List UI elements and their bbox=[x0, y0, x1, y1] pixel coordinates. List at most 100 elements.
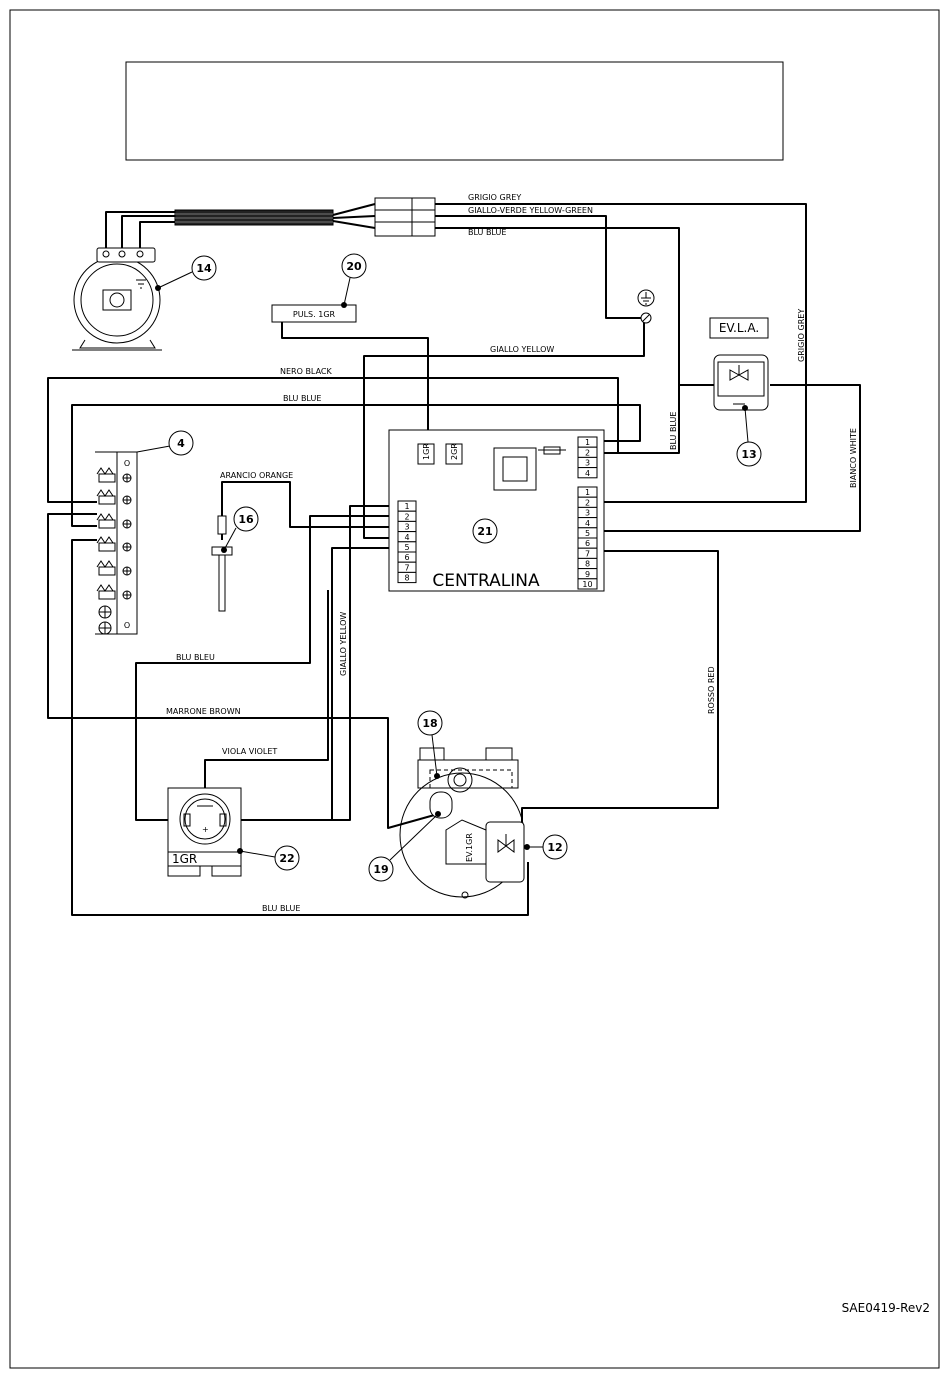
wire-blue-bottom bbox=[71, 539, 529, 916]
controller-top-terminal-label: 3 bbox=[585, 459, 590, 468]
label-blue-top: BLU BLUE bbox=[468, 228, 506, 237]
label-yellow-green: GIALLO-VERDE YELLOW-GREEN bbox=[468, 206, 593, 215]
label-red: ROSSO RED bbox=[707, 666, 716, 714]
callout-4-label: 4 bbox=[177, 437, 185, 450]
callout-19-label: 19 bbox=[373, 863, 388, 876]
wire-left-2 bbox=[236, 505, 398, 821]
controller-right-terminal-label: 9 bbox=[585, 570, 590, 579]
motor bbox=[72, 247, 193, 351]
ground-icon bbox=[637, 289, 655, 324]
terminal-block: O O bbox=[95, 445, 171, 635]
relay-1gr: 1GR bbox=[422, 443, 431, 460]
label-orange: ARANCIO ORANGE bbox=[220, 471, 293, 480]
label-blue-mid: BLU BLUE bbox=[283, 394, 321, 403]
callout-12 bbox=[542, 834, 568, 860]
controller-right-terminal-label: 2 bbox=[585, 498, 590, 507]
callout-18-label: 18 bbox=[422, 717, 437, 730]
controller-top-terminal-label: 4 bbox=[585, 469, 590, 478]
wire-brown bbox=[47, 513, 439, 829]
wire-black bbox=[47, 377, 619, 503]
gas-valve: EV.1GR bbox=[389, 734, 543, 899]
wire-blue-vertical bbox=[590, 385, 680, 454]
drawing-reference: SAE0419-Rev2 bbox=[842, 1301, 930, 1315]
valve-evla-label: EV.L.A. bbox=[719, 321, 759, 335]
label-blue-bleu: BLU BLEU bbox=[176, 653, 215, 662]
callout-14 bbox=[191, 255, 217, 281]
callout-12-label: 12 bbox=[547, 841, 562, 854]
callout-13 bbox=[736, 441, 762, 467]
controller-right-terminal-label: 4 bbox=[585, 519, 590, 528]
controller-top-terminal-label: 2 bbox=[585, 448, 590, 457]
wire-violet bbox=[204, 590, 329, 805]
wire-yellow-ground bbox=[363, 320, 645, 539]
controller-right-terminal-label: 3 bbox=[585, 509, 590, 518]
controller-right-terminal-label: 8 bbox=[585, 560, 590, 569]
controller-left-terminal-label: 5 bbox=[404, 543, 409, 552]
label-blue-bottom: BLU BLUE bbox=[262, 904, 300, 913]
wire-blue-bleu bbox=[135, 515, 398, 821]
title-box bbox=[125, 61, 784, 161]
label-black: NERO BLACK bbox=[280, 367, 332, 376]
controller-left-terminal-label: 6 bbox=[404, 553, 409, 562]
label-yellow-vertical: GIALLO YELLOW bbox=[339, 612, 348, 676]
controller-name: CENTRALINA bbox=[432, 571, 540, 591]
wire-blue-mid bbox=[71, 404, 641, 527]
label-brown: MARRONE BROWN bbox=[166, 707, 241, 716]
callout-16 bbox=[233, 506, 259, 532]
label-violet: VIOLA VIOLET bbox=[222, 747, 277, 756]
valve-evla: EV.L.A. bbox=[709, 317, 769, 443]
wire-red bbox=[521, 550, 719, 832]
valve-ev1gr-label: EV.1GR bbox=[465, 833, 474, 862]
controller-right-terminal-label: 5 bbox=[585, 529, 590, 538]
callout-22-label: 22 bbox=[279, 852, 294, 865]
controller-left-terminal-label: 2 bbox=[404, 512, 409, 521]
temperature-probe bbox=[211, 515, 237, 612]
controller-right-terminal-label: 1 bbox=[585, 488, 590, 497]
callout-22 bbox=[274, 845, 300, 871]
controller-left-terminal-label: 3 bbox=[404, 523, 409, 532]
controller-top-terminal-cell bbox=[577, 467, 598, 479]
controller-left-terminal-cell bbox=[397, 571, 417, 584]
controller-left-terminal-label: 4 bbox=[404, 533, 409, 542]
callout-20 bbox=[341, 253, 367, 279]
controller-right-terminal-label: 10 bbox=[582, 580, 592, 589]
callout-16-label: 16 bbox=[238, 513, 254, 526]
wire-white bbox=[597, 384, 861, 532]
wires bbox=[47, 203, 861, 916]
callout-14-label: 14 bbox=[196, 262, 212, 275]
wire-labels: GRIGIO GREY GIALLO-VERDE YELLOW-GREEN BL… bbox=[166, 193, 858, 913]
label-white: BIANCO WHITE bbox=[849, 428, 858, 488]
relay-2gr: 2GR bbox=[450, 443, 459, 460]
wire-orange bbox=[221, 481, 398, 528]
label-grey-vertical: GRIGIO GREY bbox=[797, 309, 806, 362]
callout-20-label: 20 bbox=[346, 260, 362, 273]
controller-top-terminal-label: 1 bbox=[585, 438, 590, 447]
coil-1gr-label: 1GR bbox=[172, 852, 197, 866]
controller-right-terminal-cell bbox=[577, 578, 598, 590]
wire-button bbox=[281, 322, 429, 445]
callout-21 bbox=[472, 518, 498, 544]
button-label: PULS. 1GR bbox=[293, 310, 336, 319]
svg-text:O: O bbox=[124, 621, 130, 630]
controller-right-terminal-label: 6 bbox=[585, 539, 590, 548]
svg-text:O: O bbox=[124, 459, 130, 468]
callout-13-label: 13 bbox=[741, 448, 756, 461]
svg-text:+: + bbox=[202, 825, 209, 834]
wire-blue-top bbox=[435, 227, 714, 386]
button-puls-1gr: PULS. 1GR bbox=[271, 277, 357, 323]
wire-yellow-green bbox=[435, 215, 644, 319]
label-yellow-ground: GIALLO YELLOW bbox=[490, 345, 554, 354]
controller-left-terminal-label: 1 bbox=[404, 502, 409, 511]
coil-1gr: + 1GR bbox=[167, 787, 276, 877]
callout-18 bbox=[417, 710, 443, 736]
wire-grey bbox=[435, 203, 807, 503]
callout-19 bbox=[368, 856, 394, 882]
sheet-border bbox=[9, 9, 940, 1369]
controller-left-terminal-label: 7 bbox=[404, 563, 409, 572]
label-blue-vertical: BLU BLUE bbox=[669, 412, 678, 450]
controller-right-terminal-label: 7 bbox=[585, 549, 590, 558]
connector-block bbox=[374, 197, 436, 237]
